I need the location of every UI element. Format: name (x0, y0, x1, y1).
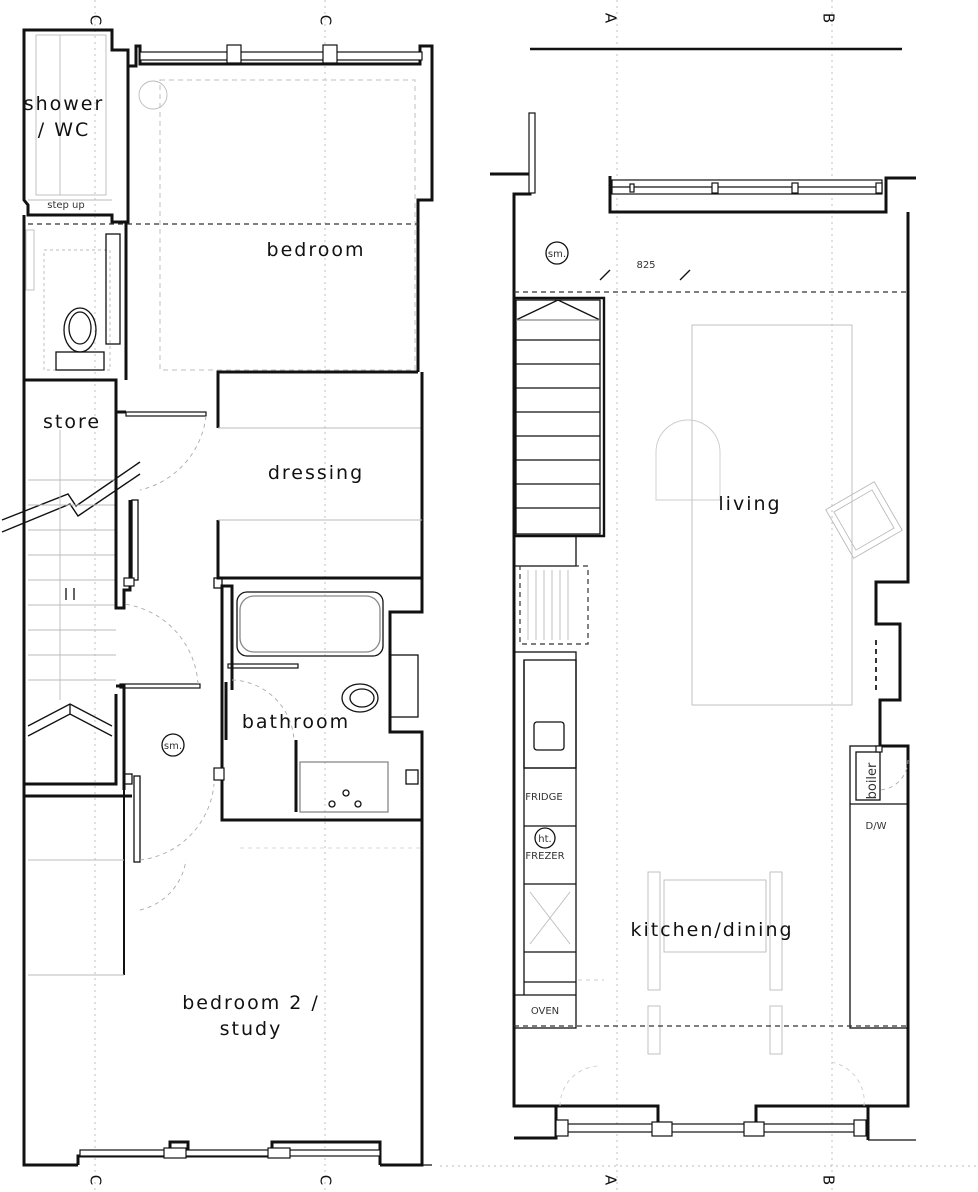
heat-detector-icon (534, 827, 556, 849)
room-label-dressing: dressing (268, 462, 364, 484)
ground-floor-labels: sm. 825 living FRIDGE ht. FREZER boiler … (525, 241, 887, 1017)
room-label-study: study (220, 1018, 283, 1040)
grid-marker-c-top-2: C (317, 15, 335, 25)
dimension-825: 825 (636, 260, 655, 271)
left-outer-wall (22, 215, 78, 1167)
room-label-bathroom: bathroom (242, 711, 350, 733)
grid-marker-c-bottom-1: C (87, 1175, 105, 1185)
room-label-shower: shower (24, 93, 105, 115)
smoke-detector-label-ground: sm. (548, 249, 566, 260)
freezer-label: FREZER (525, 851, 564, 862)
smoke-detector-icon (161, 733, 185, 757)
room-label-kitchen-dining: kitchen/dining (630, 919, 793, 941)
room-label-bedroom2: bedroom 2 / (182, 992, 320, 1014)
boiler-label: boiler (865, 762, 880, 799)
upper-floor-labels: shower / WC step up bedroom store dressi… (24, 93, 366, 1040)
grid-marker-a-bottom: A (602, 1175, 620, 1186)
upper-floor-plan (1, 28, 434, 1167)
room-label-wc: / WC (38, 119, 91, 141)
room-label-store: store (43, 411, 101, 433)
grid-marker-a-top: A (602, 13, 620, 24)
shower-wc-walls (22, 28, 130, 224)
grid-marker-b-top: B (820, 13, 838, 23)
oven-label: OVEN (531, 1006, 559, 1017)
ground-floor-plan (490, 47, 916, 1141)
grid-marker-b-bottom: B (820, 1175, 838, 1185)
grid-marker-c-bottom-2: C (317, 1175, 335, 1185)
grid-marker-c-top-1: C (87, 15, 105, 25)
room-label-bedroom: bedroom (267, 239, 366, 261)
smoke-detector-icon-ground (545, 241, 569, 265)
step-up-note: step up (47, 200, 85, 211)
grid-markers: C C C C A B A B (87, 13, 838, 1186)
bedroom-outer-wall (126, 44, 434, 372)
room-label-living: living (718, 493, 781, 515)
heat-detector-label: ht. (538, 834, 551, 845)
smoke-detector-label: sm. (164, 741, 182, 752)
fridge-label: FRIDGE (525, 792, 562, 803)
dishwasher-label: D/W (866, 821, 887, 832)
